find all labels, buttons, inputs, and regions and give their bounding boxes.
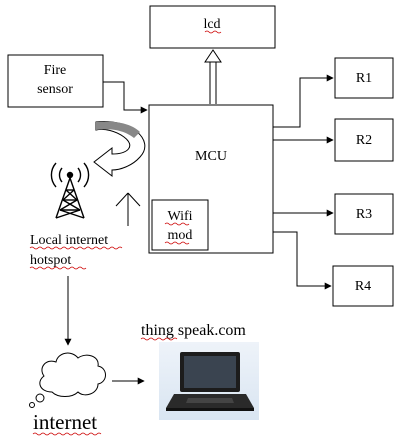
wifi-label-line2: mod — [168, 228, 193, 243]
fire-sensor-block: Fire sensor — [7, 54, 104, 108]
fire-sensor-label-line2: sensor — [37, 82, 73, 97]
hotspot-label-line2: hotspot — [30, 253, 71, 268]
internet-label: internet — [33, 410, 97, 434]
mcu-to-lcd-hollow-arrow — [204, 49, 222, 104]
lcd-block: lcd — [149, 5, 276, 49]
cloud-icon — [29, 352, 106, 408]
fire-to-mcu-arrow — [103, 81, 148, 114]
spellcheck-underline — [164, 222, 190, 226]
lcd-label: lcd — [203, 17, 220, 32]
mcu-to-r1-arrow — [273, 74, 334, 128]
relay-r4-label: R4 — [355, 279, 371, 294]
hotspot-label-line1: Local internet — [30, 233, 108, 248]
relay-r1-label: R1 — [356, 71, 372, 86]
curved-arrow-icon — [93, 121, 146, 178]
relay-block-r4: R4 — [332, 265, 394, 307]
relay-block-r3: R3 — [334, 193, 394, 235]
wifi-module-block: Wifi mod — [151, 199, 209, 251]
mcu-to-r4-arrow — [273, 231, 332, 290]
relay-block-r1: R1 — [334, 57, 394, 99]
connectors — [64, 74, 334, 385]
fire-sensor-label-line1: Fire — [44, 63, 67, 78]
mcu-label: MCU — [195, 149, 227, 164]
relay-block-r2: R2 — [334, 118, 394, 162]
spellcheck-underline — [164, 241, 190, 245]
spellcheck-underline — [32, 432, 102, 436]
spellcheck-underline — [29, 246, 123, 250]
spellcheck-underline — [204, 30, 222, 34]
wifi-label-line1: Wifi — [167, 209, 192, 224]
laptop-icon — [159, 342, 259, 420]
relay-r3-label: R3 — [356, 207, 372, 222]
cloud-service-label: thing speak.com — [141, 322, 246, 339]
hotspot-tower-icon — [50, 162, 90, 219]
spellcheck-underline — [29, 266, 87, 270]
relay-r2-label: R2 — [356, 133, 372, 148]
spellcheck-underline — [140, 337, 178, 341]
antenna-icon — [115, 192, 141, 226]
mcu-block: MCU — [148, 104, 274, 254]
